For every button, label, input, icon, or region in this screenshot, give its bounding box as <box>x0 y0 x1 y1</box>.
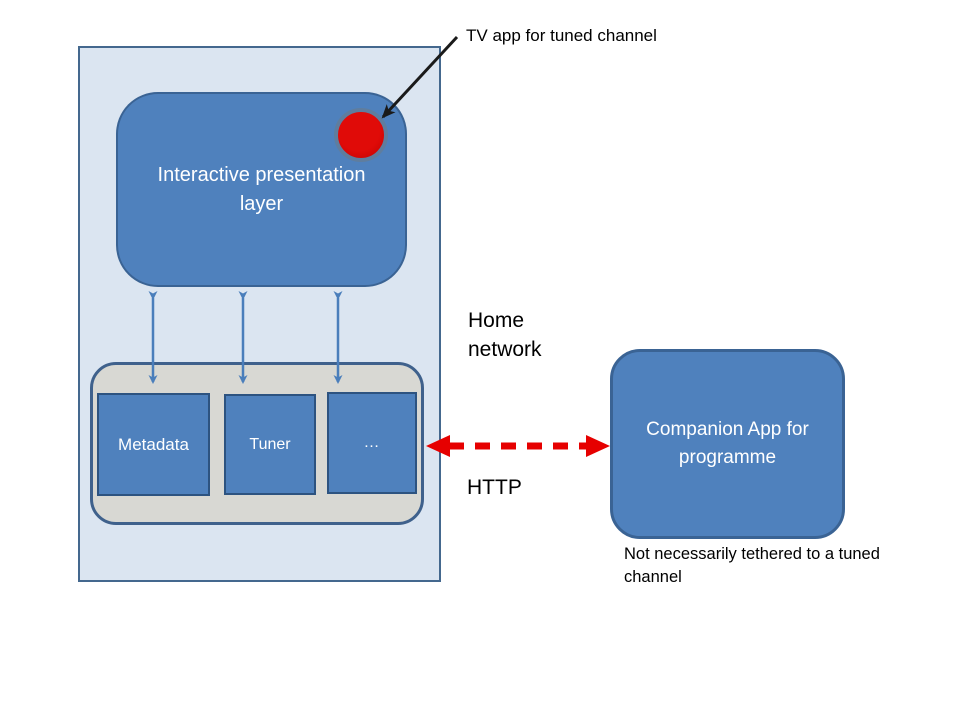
tv-app-dot-icon <box>334 108 388 162</box>
presentation-layer-label: Interactive presentation layer <box>157 163 366 215</box>
http-annotation: HTTP <box>467 476 522 499</box>
tv-app-annotation: TV app for tuned channel <box>466 26 657 45</box>
module-ellipsis-label: … <box>363 434 381 451</box>
companion-app-label: Companion App for programme <box>646 419 809 468</box>
module-ellipsis-box: … <box>327 392 417 494</box>
module-metadata-box: Metadata <box>97 393 210 496</box>
module-tuner-box: Tuner <box>224 394 316 495</box>
module-metadata-label: Metadata <box>118 434 189 454</box>
home-network-link-arrow <box>426 435 610 457</box>
companion-app-box: Companion App for programme <box>610 349 845 539</box>
module-tuner-label: Tuner <box>249 435 291 453</box>
companion-note-annotation: Not necessarily tethered to a tuned chan… <box>624 545 880 586</box>
home-network-annotation: Home network <box>468 309 542 361</box>
